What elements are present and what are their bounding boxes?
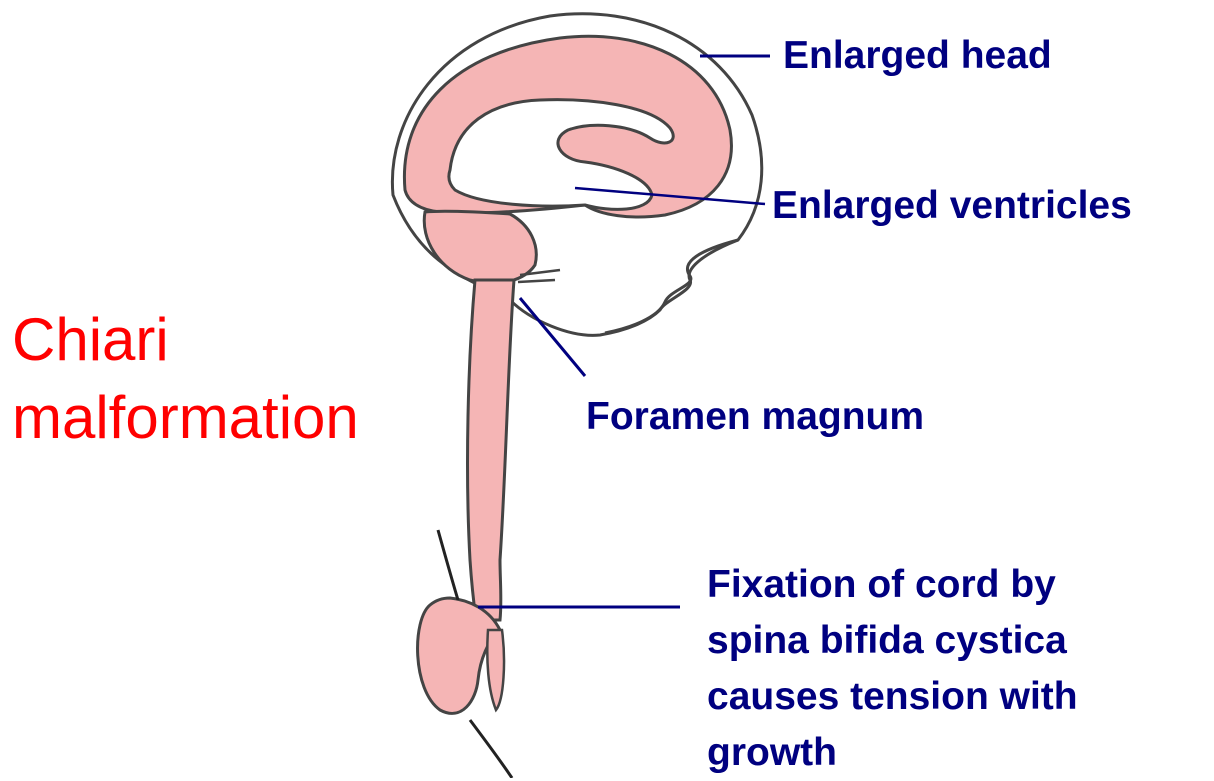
leader-foramen — [520, 298, 585, 376]
spinal-cord — [468, 280, 514, 620]
label-enlarged-head: Enlarged head — [783, 36, 1052, 75]
label-fixation: Fixation of cord by spina bifida cystica… — [707, 557, 1187, 781]
title-line-1: Chiari — [12, 310, 169, 370]
title-line-2: malformation — [12, 388, 359, 448]
label-fixation-line-2: spina bifida cystica — [707, 613, 1187, 669]
cerebellum — [424, 211, 536, 283]
face-profile — [605, 240, 738, 333]
label-fixation-line-3: causes tension with — [707, 669, 1187, 725]
cord-end — [487, 630, 504, 710]
label-foramen-magnum: Foramen magnum — [586, 397, 924, 436]
label-fixation-line-1: Fixation of cord by — [707, 557, 1187, 613]
label-enlarged-ventricles: Enlarged ventricles — [772, 186, 1132, 225]
label-fixation-line-4: growth — [707, 725, 1187, 781]
